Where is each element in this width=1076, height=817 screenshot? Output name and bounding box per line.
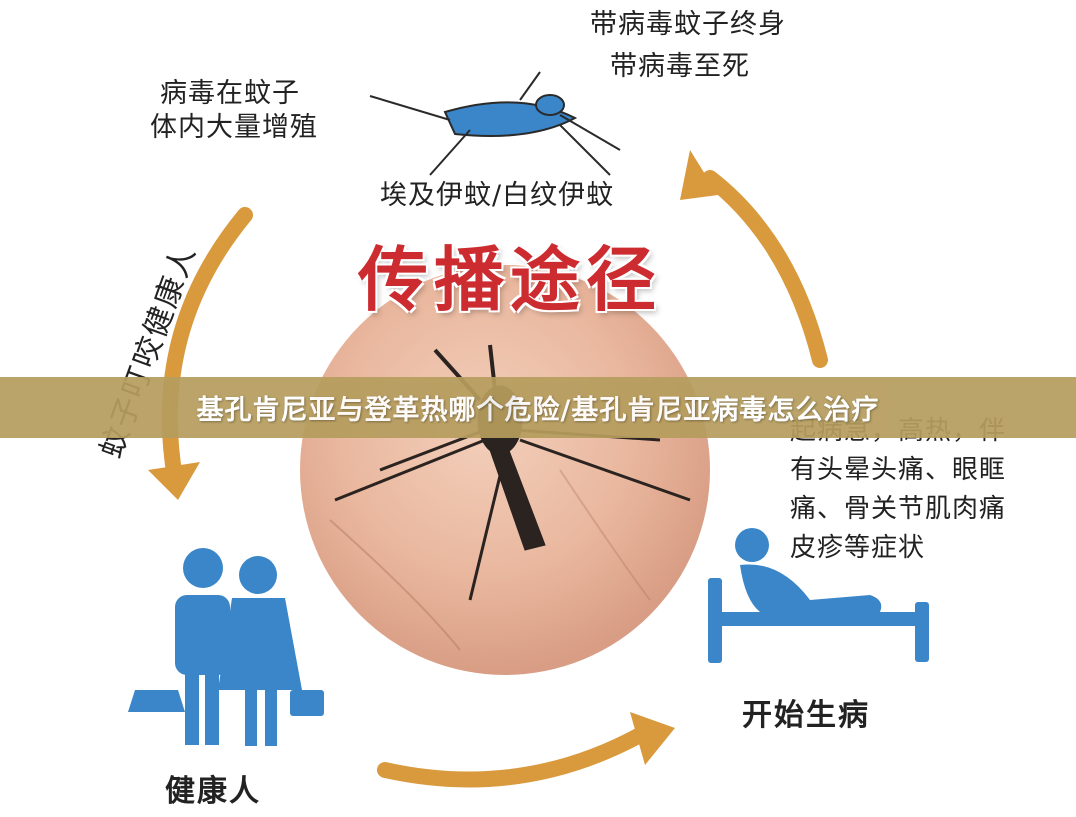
virus-in-mosquito-line-2: 体内大量增殖 [150,112,318,143]
cycle-arrow-icon [148,150,828,788]
healthy-label: 健康人 [165,774,261,809]
symptom-line: 皮疹等症状 [790,533,926,563]
overlay-banner: 基孔肯尼亚与登革热哪个危险/基孔肯尼亚病毒怎么治疗 [0,377,1076,438]
patient-in-bed-icon [708,528,929,663]
skin-crease [329,519,461,651]
sick-label: 开始生病 [742,698,870,733]
banner-text: 基孔肯尼亚与登革热哪个危险/基孔肯尼亚病毒怎么治疗 [196,395,880,426]
diagram-title: 传播途径 [358,239,662,321]
symptom-line: 有头晕头痛、眼眶 [790,455,1007,485]
mosquito-species-label: 埃及伊蚊/白纹伊蚊 [380,180,615,211]
mosquito-lifelong-line-1: 带病毒蚊子终身 [590,9,786,40]
mosquito-lifelong-line-2: 带病毒至死 [610,51,750,82]
couple-shopping-icon [128,548,324,746]
virus-in-mosquito-line-1: 病毒在蚊子 [160,78,300,109]
skin-crease [559,469,651,601]
mosquito-icon [369,71,621,176]
symptom-line: 痛、骨关节肌肉痛 [790,494,1007,524]
